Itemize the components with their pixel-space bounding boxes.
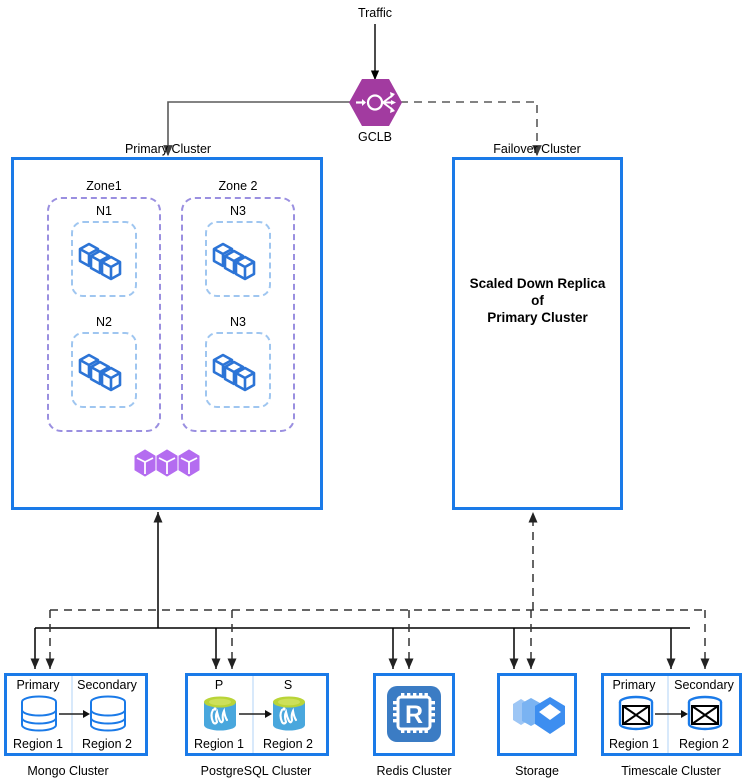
node-box-n1[interactable] — [71, 221, 137, 297]
purple-cube-cluster — [128, 447, 206, 490]
timescale-left-region-label: Region 1 — [608, 737, 660, 751]
zone-box-zone2[interactable] — [181, 197, 295, 432]
cube-stack-icon — [78, 242, 122, 281]
node-label-n3-a: N3 — [230, 204, 246, 218]
mongo-primary-label: Primary — [16, 678, 60, 692]
gclb-label: GCLB — [357, 130, 393, 144]
node-label-n2: N2 — [96, 315, 112, 329]
datastore-label-mongo: Mongo Cluster — [27, 764, 109, 778]
cube-stack-icon — [212, 242, 256, 281]
node-label-n3-b: N3 — [230, 315, 246, 329]
datastore-label-redis: Redis Cluster — [376, 764, 452, 778]
load-balancer-icon — [349, 79, 402, 126]
postgres-right-region-label: Region 2 — [262, 737, 314, 751]
cube-stack-icon — [212, 353, 256, 392]
traffic-label: Traffic — [357, 6, 393, 20]
node-box-n3-b[interactable] — [205, 332, 271, 408]
cloud-storage-icon — [513, 697, 565, 734]
purple-cube-cluster-icon — [134, 449, 200, 477]
postgres-secondary-label: S — [283, 678, 293, 692]
svg-text:R: R — [405, 701, 423, 729]
mongo-secondary-label: Secondary — [77, 678, 137, 692]
timescale-right-region-label: Region 2 — [678, 737, 730, 751]
primary-cluster-label: Primary Cluster — [124, 142, 212, 156]
failover-cluster-box[interactable]: Scaled Down Replica of Primary Cluster — [452, 157, 623, 510]
postgres-db-icon — [204, 696, 305, 731]
node-box-n3-a[interactable] — [205, 221, 271, 297]
failover-body-line3: Primary Cluster — [487, 310, 588, 325]
failover-cluster-label: Failover Cluster — [493, 142, 581, 156]
timescale-primary-label: Primary — [612, 678, 656, 692]
zone-label-zone1: Zone1 — [86, 179, 122, 193]
datastore-label-postgres: PostgreSQL Cluster — [200, 764, 312, 778]
postgres-left-region-label: Region 1 — [193, 737, 245, 751]
mongo-right-region-label: Region 2 — [81, 737, 133, 751]
node-label-n1: N1 — [96, 204, 112, 218]
failover-body-line2: of — [531, 293, 544, 308]
datastore-label-timescale: Timescale Cluster — [621, 764, 721, 778]
datastore-label-storage: Storage — [515, 764, 559, 778]
redis-icon: R — [387, 686, 441, 742]
timescale-db-icon — [618, 695, 723, 731]
zone-label-zone2: Zone 2 — [218, 179, 258, 193]
cube-stack-icon — [78, 353, 122, 392]
failover-body-line1: Scaled Down Replica — [469, 276, 606, 291]
mongo-db-icon — [21, 695, 126, 732]
mongo-left-region-label: Region 1 — [12, 737, 64, 751]
gclb-node[interactable] — [348, 78, 403, 127]
node-box-n2[interactable] — [71, 332, 137, 408]
zone-box-zone1[interactable] — [47, 197, 161, 432]
timescale-secondary-label: Secondary — [674, 678, 734, 692]
postgres-primary-label: P — [214, 678, 224, 692]
